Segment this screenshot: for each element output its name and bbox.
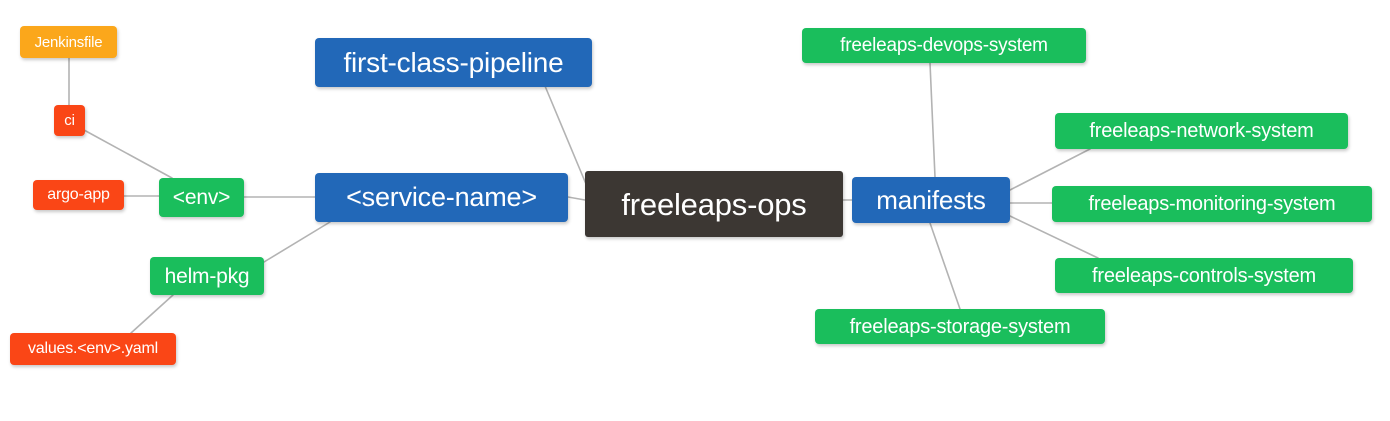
node-freeleaps-monitoring-system[interactable]: freeleaps-monitoring-system (1052, 186, 1372, 222)
edge-service-name-to-helm-pkg (263, 221, 331, 263)
node-freeleaps-devops-system[interactable]: freeleaps-devops-system (802, 28, 1086, 63)
node-manifests[interactable]: manifests (852, 177, 1010, 223)
edge-manifests-to-freeleaps-controls-system (1009, 215, 1099, 259)
node-freeleaps-network-system[interactable]: freeleaps-network-system (1055, 113, 1348, 149)
edge-env-to-ci (83, 129, 173, 179)
edge-manifests-to-freeleaps-network-system (1009, 148, 1091, 191)
edge-manifests-to-freeleaps-storage-system (929, 222, 961, 310)
edge-freeleaps-ops-to-service-name (567, 196, 586, 201)
node-freeleaps-storage-system[interactable]: freeleaps-storage-system (815, 309, 1105, 344)
edge-helm-pkg-to-values-env-yaml (130, 294, 174, 334)
node-first-class-pipeline[interactable]: first-class-pipeline (315, 38, 592, 87)
node-argo-app[interactable]: argo-app (33, 180, 124, 210)
node-jenkinsfile[interactable]: Jenkinsfile (20, 26, 117, 58)
edge-manifests-to-freeleaps-devops-system (929, 62, 936, 178)
node-ci[interactable]: ci (54, 105, 85, 136)
edge-freeleaps-ops-to-first-class-pipeline (544, 85, 587, 185)
node-freeleaps-ops[interactable]: freeleaps-ops (585, 171, 843, 237)
node-values-env-yaml[interactable]: values.<env>.yaml (10, 333, 176, 365)
node-helm-pkg[interactable]: helm-pkg (150, 257, 264, 295)
node-env[interactable]: <env> (159, 178, 244, 217)
node-service-name[interactable]: <service-name> (315, 173, 568, 222)
node-freeleaps-controls-system[interactable]: freeleaps-controls-system (1055, 258, 1353, 293)
